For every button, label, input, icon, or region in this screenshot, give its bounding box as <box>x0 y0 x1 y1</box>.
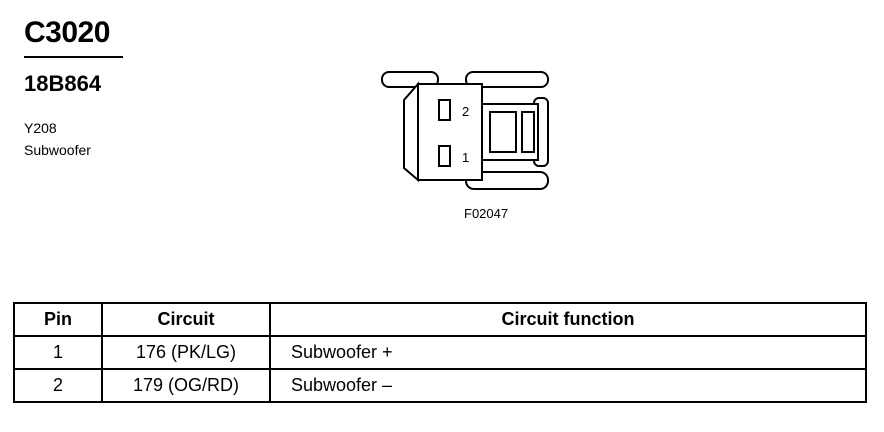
connector-housing-side <box>403 81 419 183</box>
connector-id: C3020 <box>24 16 110 49</box>
header-circuit-function: Circuit function <box>269 302 867 337</box>
cell-circuit-function: Subwoofer + <box>269 335 867 370</box>
part-number: 18B864 <box>24 71 102 96</box>
cell-circuit: 176 (PK/LG) <box>101 335 271 370</box>
title-underline <box>24 56 123 58</box>
pin-label-1: 1 <box>462 150 469 165</box>
header-circuit: Circuit <box>101 302 271 337</box>
component-code: Y208 <box>24 120 57 136</box>
connector-rear-slot <box>521 111 535 153</box>
table-header-row: Pin Circuit Circuit function <box>13 302 867 337</box>
header-pin: Pin <box>13 302 103 337</box>
pin-cavity-1 <box>438 145 451 167</box>
component-name: Subwoofer <box>24 142 91 158</box>
cell-pin: 1 <box>13 335 103 370</box>
figure-id: F02047 <box>464 206 509 221</box>
cell-pin: 2 <box>13 368 103 403</box>
connector-face-diagram: 2 1 <box>381 71 549 190</box>
pin-cavity-2 <box>438 99 451 121</box>
cell-circuit-function: Subwoofer – <box>269 368 867 403</box>
connector-rear-cavity <box>489 111 517 153</box>
table-row: 1 176 (PK/LG) Subwoofer + <box>13 335 867 370</box>
cell-circuit: 179 (OG/RD) <box>101 368 271 403</box>
pin-label-2: 2 <box>462 104 469 119</box>
table-row: 2 179 (OG/RD) Subwoofer – <box>13 368 867 403</box>
pin-table: Pin Circuit Circuit function 1 176 (PK/L… <box>13 302 867 403</box>
connector-latch-top-right <box>465 71 549 88</box>
